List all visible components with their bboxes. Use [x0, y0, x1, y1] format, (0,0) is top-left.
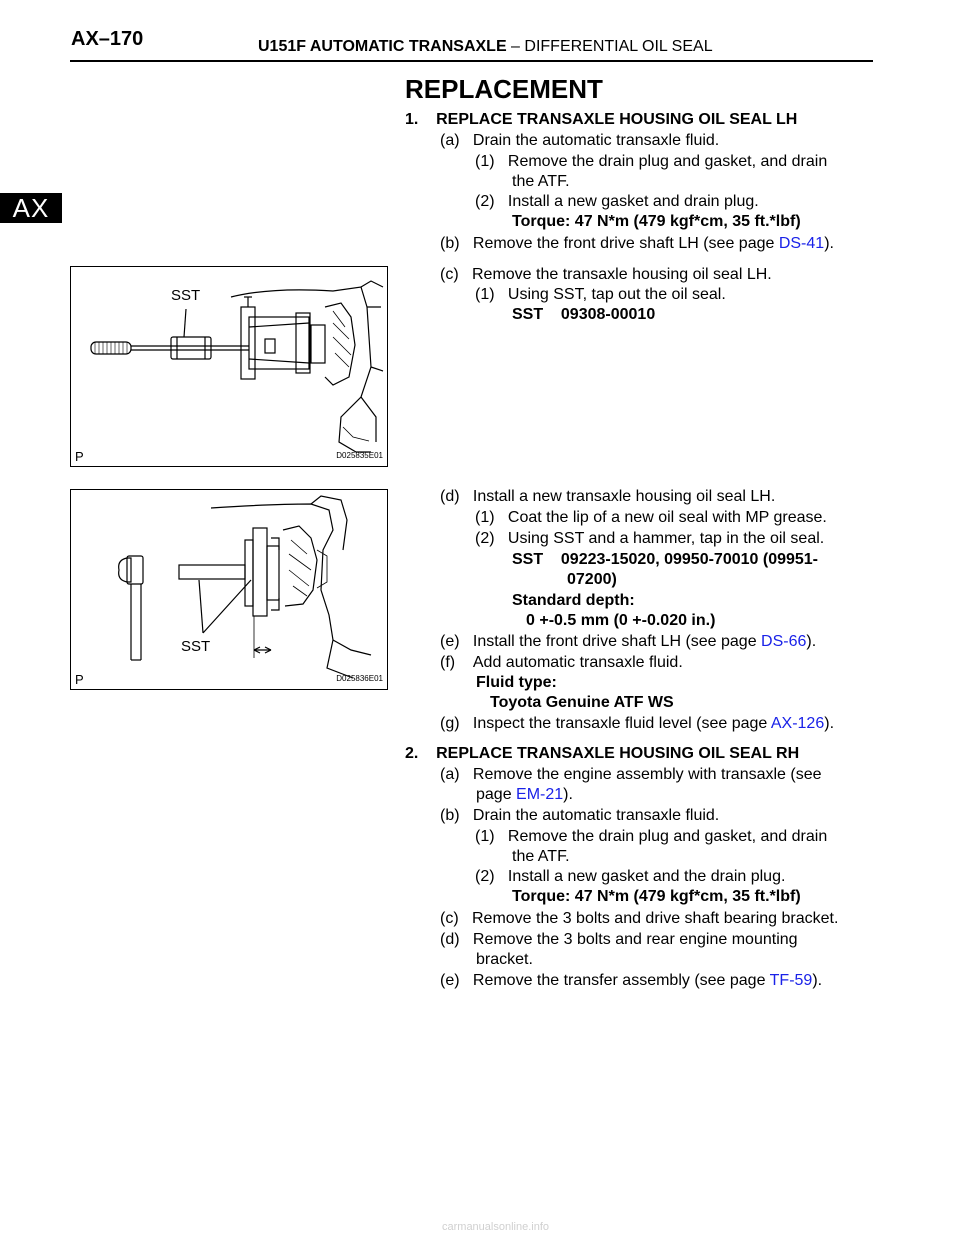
step-1a: (a) Drain the automatic transaxle fluid. [440, 132, 720, 149]
step-1d-sst-cont: 07200) [567, 571, 617, 588]
link-ds-66[interactable]: DS-66 [761, 633, 807, 650]
step-2b: (b) Drain the automatic transaxle fluid. [440, 807, 720, 824]
header-title-bold: U151F AUTOMATIC TRANSAXLE [258, 38, 507, 55]
step-1a-torque: Torque: 47 N*m (479 kgf*cm, 35 ft.*lbf) [512, 213, 801, 230]
header-divider [70, 60, 873, 62]
step-2b-1: (1) Remove the drain plug and gasket, an… [475, 828, 828, 845]
step-2a-cont: page EM-21). [476, 785, 573, 805]
step-1d-2: (2) Using SST and a hammer, tap in the o… [475, 530, 825, 547]
page-number: AX–170 [71, 28, 144, 50]
oil-seal-installation-illustration [118, 495, 372, 679]
step-1g-end: ). [824, 715, 835, 732]
step-2a: (a) Remove the engine assembly with tran… [440, 766, 822, 783]
step-2d-cont: bracket. [476, 951, 533, 968]
step-1c: (c) Remove the transaxle housing oil sea… [440, 266, 772, 283]
figure-2-code: D025836E01 [336, 674, 383, 683]
step-1f-fluid-type-label: Fluid type: [476, 674, 557, 691]
step-2-heading: 2. REPLACE TRANSAXLE HOUSING OIL SEAL RH [405, 745, 800, 762]
step-1d-std-depth-value: 0 +-0.5 mm (0 +-0.020 in.) [526, 612, 716, 629]
step-2e-end: ). [812, 972, 823, 989]
step-1d-sst: SST 09223-15020, 09950-70010 (09951- [512, 551, 819, 568]
step-1e-end: ). [806, 633, 817, 650]
link-tf-59[interactable]: TF-59 [769, 972, 813, 989]
step-1d-1: (1) Coat the lip of a new oil seal with … [475, 509, 827, 526]
figure-2-sst-label: SST [181, 638, 211, 655]
step-2c: (c) Remove the 3 bolts and drive shaft b… [440, 910, 839, 927]
step-1f: (f) Add automatic transaxle fluid. [440, 654, 683, 671]
step-1c-sst: SST 09308-00010 [512, 306, 656, 323]
section-title: REPLACEMENT [405, 74, 603, 104]
step-1b: (b) Remove the front drive shaft LH (see… [440, 234, 834, 254]
step-1c-1: (1) Using SST, tap out the oil seal. [475, 286, 726, 303]
step-2b-torque: Torque: 47 N*m (479 kgf*cm, 35 ft.*lbf) [512, 888, 801, 905]
step-1a-1: (1) Remove the drain plug and gasket, an… [475, 153, 828, 170]
step-1d: (d) Install a new transaxle housing oil … [440, 488, 776, 505]
oil-seal-removal-illustration [90, 280, 384, 453]
step-2e-text: (e) Remove the transfer assembly (see pa… [440, 972, 770, 989]
step-1d-std-depth-label: Standard depth: [512, 592, 635, 609]
step-1g: (g) Inspect the transaxle fluid level (s… [440, 714, 834, 734]
figure-oil-seal-installation: SST P D025836E01 [70, 489, 388, 690]
figure-oil-seal-removal: SST P D025835E01 [70, 266, 388, 467]
section-side-tab: AX [0, 193, 62, 223]
step-1a-1-cont: the ATF. [512, 173, 570, 190]
figure-1-corner-label: P [75, 449, 84, 464]
step-1a-2: (2) Install a new gasket and drain plug. [475, 193, 759, 210]
step-2d: (d) Remove the 3 bolts and rear engine m… [440, 931, 798, 948]
link-ds-41[interactable]: DS-41 [778, 235, 825, 252]
step-2b-1-cont: the ATF. [512, 848, 570, 865]
step-1f-fluid-type-value: Toyota Genuine ATF WS [490, 694, 674, 711]
step-1b-end: ). [824, 235, 834, 252]
link-ax-126[interactable]: AX-126 [770, 715, 825, 732]
step-1e: (e) Install the front drive shaft LH (se… [440, 632, 816, 652]
step-2e: (e) Remove the transfer assembly (see pa… [440, 971, 822, 991]
step-2a-text: page [476, 786, 517, 803]
step-1-heading: 1. REPLACE TRANSAXLE HOUSING OIL SEAL LH [405, 111, 798, 128]
footer-watermark: carmanualsonline.info [442, 1221, 550, 1233]
link-em-21[interactable]: EM-21 [516, 786, 564, 803]
step-1e-text: (e) Install the front drive shaft LH (se… [440, 633, 762, 650]
figure-2-corner-label: P [75, 672, 84, 687]
header-title: U151F AUTOMATIC TRANSAXLE – DIFFERENTIAL… [258, 38, 713, 56]
figure-1-sst-label: SST [171, 287, 201, 304]
figure-1-code: D025835E01 [336, 451, 383, 460]
header-title-rest: – DIFFERENTIAL OIL SEAL [506, 38, 713, 55]
step-1g-text: (g) Inspect the transaxle fluid level (s… [440, 715, 771, 732]
step-2b-2: (2) Install a new gasket and the drain p… [475, 868, 786, 885]
step-1b-text: (b) Remove the front drive shaft LH (see… [440, 235, 779, 252]
step-2a-end: ). [563, 786, 573, 803]
